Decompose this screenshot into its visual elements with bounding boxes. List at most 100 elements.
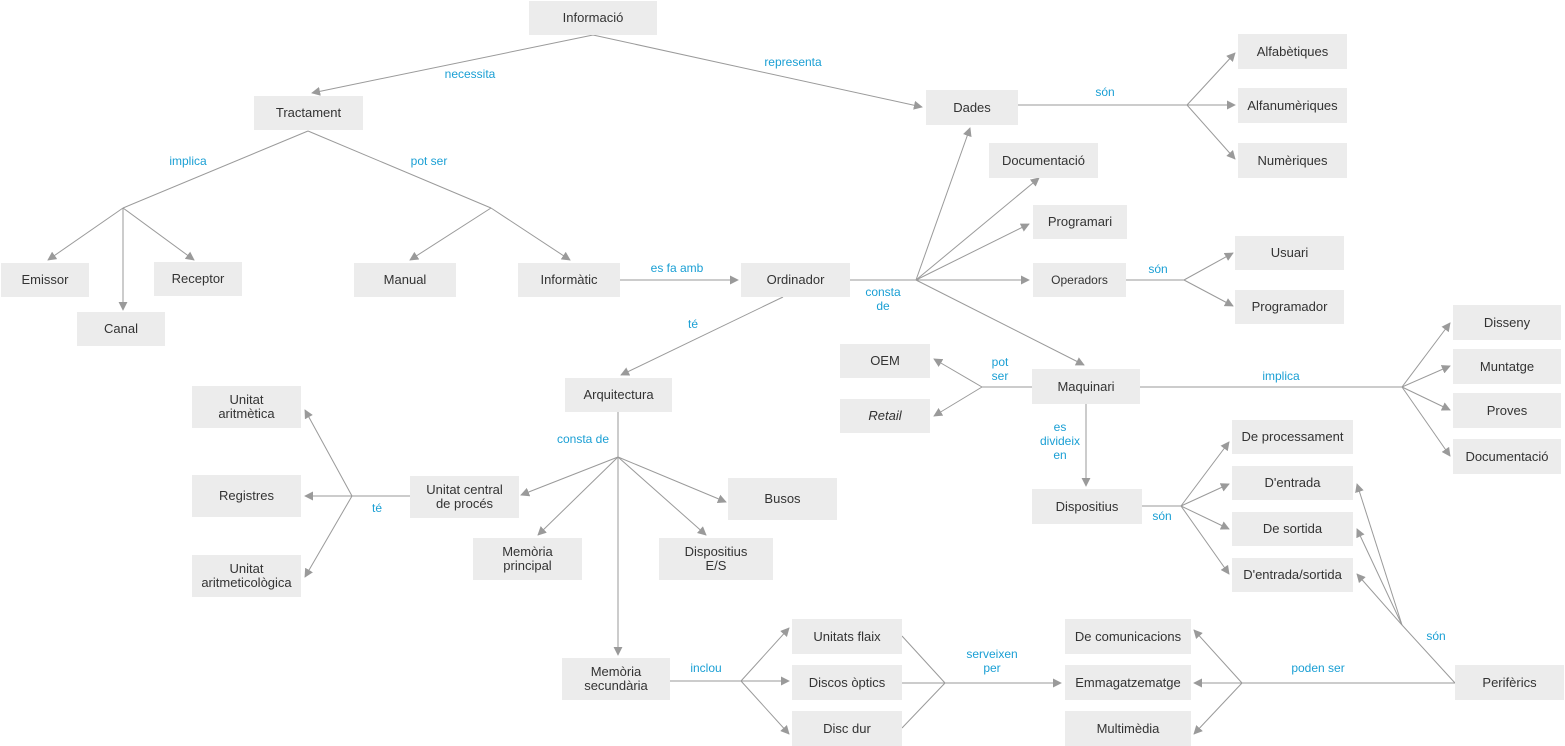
edge-ordinador-arquitectura <box>620 296 784 376</box>
edge-periferics-son <box>1401 624 1456 684</box>
edge-implica-disseny <box>1401 322 1451 388</box>
node-ordinador: Ordinador <box>741 263 850 297</box>
edge-hub-documentacio <box>915 177 1040 281</box>
edge-implica-proves <box>1401 386 1451 411</box>
label-te-ucp: té <box>371 501 383 515</box>
node-muntatge: Muntatge <box>1453 349 1561 384</box>
node-multimedia: Multimèdia <box>1065 711 1191 746</box>
node-registres: Registres <box>192 475 301 517</box>
node-unitat-central: Unitat central de procés <box>410 476 519 518</box>
node-periferics: Perifèrics <box>1455 665 1564 700</box>
edge-memsec-discdur <box>740 680 790 735</box>
node-receptor: Receptor <box>154 262 242 296</box>
label-pot-ser-maquinari: pot ser <box>991 355 1009 383</box>
label-implica-tractament: implica <box>169 154 207 168</box>
node-informacio: Informació <box>529 1 657 35</box>
node-unitat-aritmeticologica: Unitat aritmeticològica <box>192 555 301 597</box>
node-arquitectura: Arquitectura <box>565 378 672 412</box>
node-de-sortida: De sortida <box>1232 512 1353 546</box>
edge-tractament-implica <box>122 130 309 209</box>
edge-arq-memoria-principal <box>537 456 619 536</box>
edge-informacio-tractament <box>311 34 594 96</box>
node-retail: Retail <box>840 399 930 433</box>
edge-ucp-aritmeticologica <box>304 495 353 578</box>
edge-podenser-comunicacions <box>1193 629 1243 684</box>
label-serveixen-per: serveixen per <box>966 647 1018 675</box>
node-dispositius-es: Dispositius E/S <box>659 538 773 580</box>
edge-operadors-programador <box>1183 279 1234 307</box>
edge-implica-documentacio <box>1401 386 1451 457</box>
edge-dades-alfabetiques <box>1186 52 1236 106</box>
label-implica-maquinari: implica <box>1262 369 1300 383</box>
edge-dades-numeriques <box>1186 104 1236 160</box>
node-emissor: Emissor <box>1 263 89 297</box>
edge-implica-receptor <box>122 207 195 261</box>
edge-potser-oem <box>933 358 983 388</box>
edge-arq-busos <box>617 456 727 504</box>
node-discos-optics: Discos òptics <box>792 665 902 700</box>
edge-disp-processament <box>1180 441 1230 507</box>
label-son-dispositius: són <box>1152 509 1172 523</box>
edge-implica-muntatge <box>1401 365 1451 388</box>
label-necessita: necessita <box>444 67 496 81</box>
node-alfanumeriques: Alfanumèriques <box>1238 88 1347 123</box>
edge-memsec-flaix <box>740 627 790 682</box>
label-son-operadors: són <box>1148 262 1168 276</box>
node-proves: Proves <box>1453 393 1561 428</box>
node-maquinari: Maquinari <box>1032 369 1140 404</box>
label-pot-ser-tractament: pot ser <box>410 154 448 168</box>
node-dispositius: Dispositius <box>1032 489 1142 524</box>
edge-podenser-multimedia <box>1193 682 1243 735</box>
node-memoria-secundaria: Memòria secundària <box>562 658 670 700</box>
edge-ucp-aritmetica <box>304 409 353 497</box>
node-tractament: Tractament <box>254 96 363 130</box>
label-son-dades: són <box>1095 85 1115 99</box>
node-documentacio-top: Documentació <box>989 143 1098 178</box>
edge-hub-dades <box>915 127 972 281</box>
node-d-entrada: D'entrada <box>1232 466 1353 500</box>
node-documentacio-right: Documentació <box>1453 439 1561 474</box>
edge-arq-dispositius-es <box>617 456 707 536</box>
label-consta-de-arquitectura: consta de <box>556 432 610 446</box>
node-programari: Programari <box>1033 205 1127 239</box>
node-canal: Canal <box>77 312 165 346</box>
node-unitat-aritmetica: Unitat aritmètica <box>192 386 301 428</box>
label-es-fa-amb: es fa amb <box>650 261 704 275</box>
edge-discdur-serveixen <box>901 682 946 729</box>
label-son-periferics: són <box>1426 629 1446 643</box>
node-usuari: Usuari <box>1235 236 1344 270</box>
node-programador: Programador <box>1235 290 1344 324</box>
node-d-entrada-sortida: D'entrada/sortida <box>1232 558 1353 592</box>
node-numeriques: Numèriques <box>1238 143 1347 178</box>
edge-periferics-sortida <box>1356 528 1403 626</box>
edge-disp-sortida <box>1180 505 1230 530</box>
label-consta-de-ordinador: consta de <box>865 285 901 313</box>
edge-hub-programari <box>915 223 1030 281</box>
node-emmagatzematge: Emmagatzematge <box>1065 665 1191 700</box>
edge-disp-entrada-sortida <box>1180 505 1230 575</box>
node-de-processament: De processament <box>1232 420 1353 454</box>
label-te-ordinador: té <box>687 317 699 331</box>
edge-implica-emissor <box>47 207 124 261</box>
node-informatic: Informàtic <box>518 263 620 297</box>
edge-flaix-serveixen <box>901 635 946 684</box>
label-es-divideix-en: es divideix en <box>1039 420 1081 462</box>
edge-potser-manual <box>409 207 492 261</box>
node-unitats-flaix: Unitats flaix <box>792 619 902 654</box>
edge-informacio-dades <box>592 34 923 110</box>
node-de-comunicacions: De comunicacions <box>1065 619 1191 654</box>
label-poden-ser: poden ser <box>1291 661 1345 675</box>
edge-periferics-entrada-sortida <box>1356 573 1403 626</box>
edge-hub-maquinari <box>915 279 1085 366</box>
edge-disp-entrada <box>1180 483 1230 507</box>
node-memoria-principal: Memòria principal <box>473 538 582 580</box>
edge-potser-retail <box>933 386 983 417</box>
node-operadors: Operadors <box>1033 263 1126 297</box>
edge-operadors-usuari <box>1183 252 1234 281</box>
node-busos: Busos <box>728 478 837 520</box>
edge-tractament-potser <box>307 130 492 209</box>
node-disseny: Disseny <box>1453 305 1561 340</box>
edge-arq-ucp <box>520 456 619 497</box>
